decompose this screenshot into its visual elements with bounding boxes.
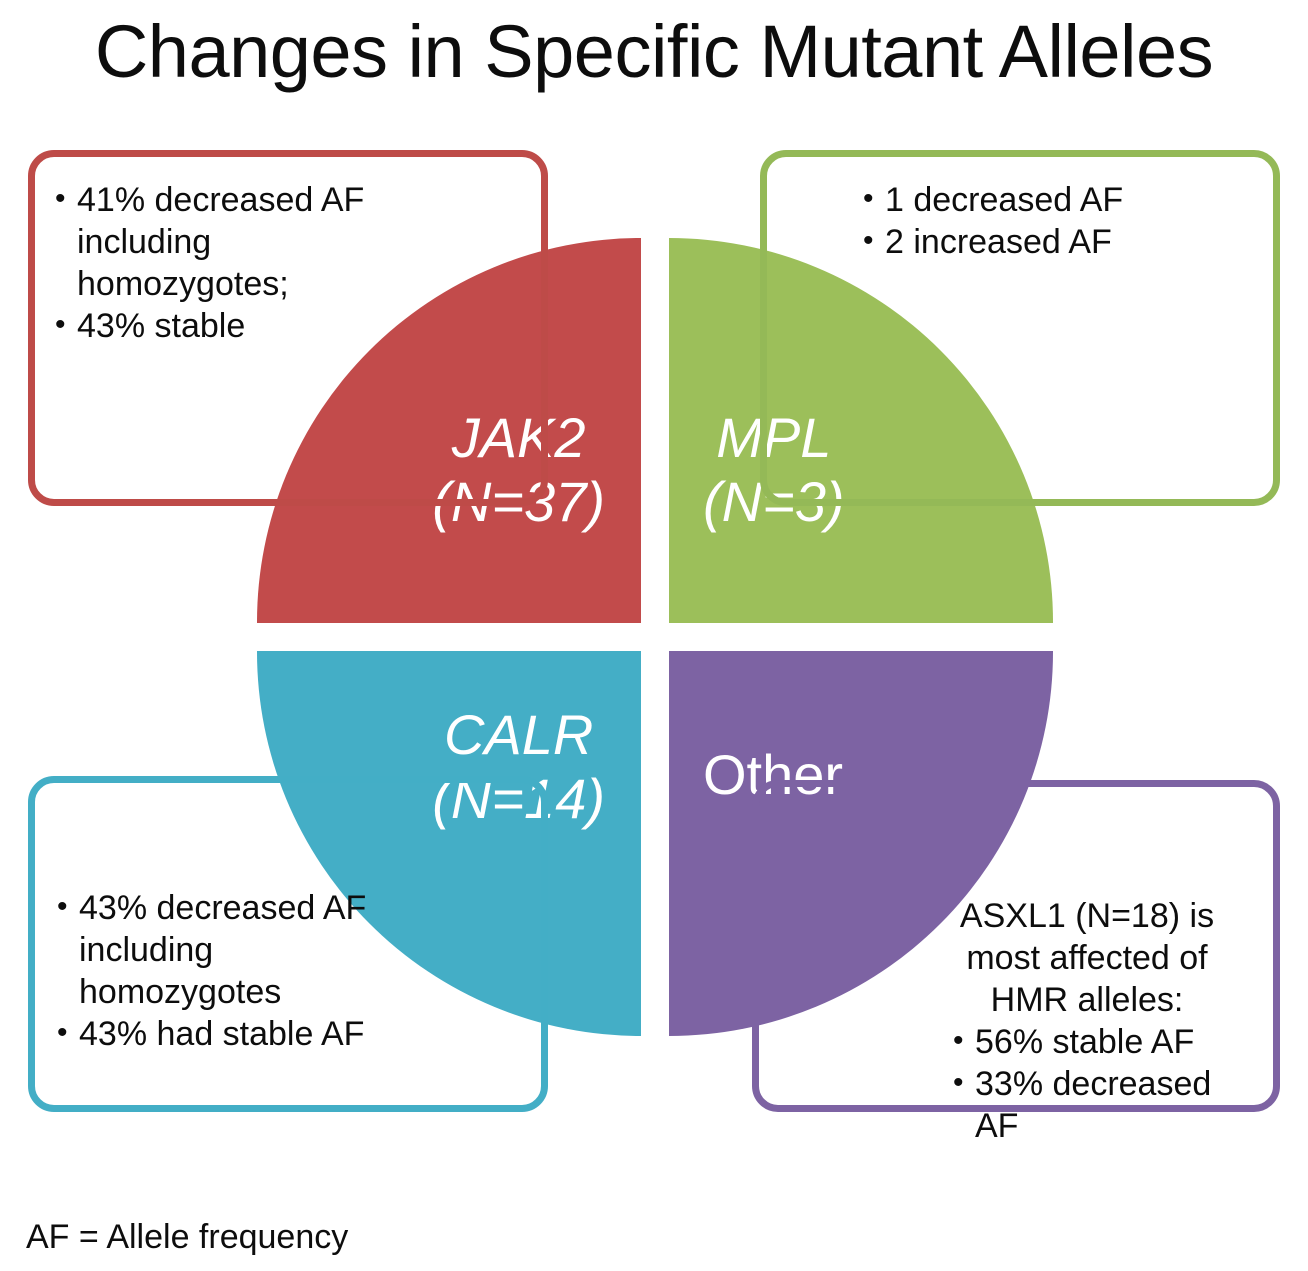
pie-segment-calr-gene: CALR — [443, 703, 594, 766]
callout-other-lead-text: ASXL1 (N=18) is most affected of HMR all… — [959, 897, 1215, 1019]
legend-footnote: AF = Allele frequency — [26, 1218, 349, 1256]
callout-calr-bullet-list: 43% decreased AF including homozygotes 4… — [53, 886, 393, 1055]
callout-other-content: ASXL1 (N=18) is most affected of HMR all… — [937, 895, 1237, 1147]
list-item: 43% decreased AF including homozygotes — [53, 886, 393, 1013]
callout-box-calr[interactable]: 43% decreased AF including homozygotes 4… — [28, 776, 548, 1112]
pie-segment-mpl-gene: MPL — [716, 406, 832, 469]
callout-mpl-bullet-list: 1 decreased AF 2 increased AF — [859, 178, 1189, 263]
callout-box-jak2[interactable]: 41% decreased AF including homozygotes; … — [28, 150, 548, 506]
callout-other-bullet-list: 56% stable AF 33% decreased AF — [937, 1020, 1237, 1147]
callout-jak2-bullet-list: 41% decreased AF including homozygotes; … — [51, 178, 381, 347]
list-item: 33% decreased AF — [949, 1062, 1237, 1147]
list-item: 43% had stable AF — [53, 1012, 393, 1055]
callout-box-other[interactable]: ASXL1 (N=18) is most affected of HMR all… — [752, 780, 1280, 1145]
pie-segment-jak2-gene: JAK2 — [451, 406, 586, 469]
list-item: 56% stable AF — [949, 1020, 1237, 1063]
page-title: Changes in Specific Mutant Alleles — [94, 10, 1214, 93]
list-item: 1 decreased AF — [859, 178, 1189, 221]
callout-jak2-content: 41% decreased AF including homozygotes; … — [51, 178, 381, 347]
callout-calr-content: 43% decreased AF including homozygotes 4… — [53, 886, 393, 1055]
list-item: 43% stable — [51, 304, 381, 347]
list-item: 2 increased AF — [859, 220, 1189, 263]
quadrant-pie-diagram: JAK2 (N=37) MPL (N=3) CALR (N=14) Other — [257, 238, 1053, 1036]
list-item: 41% decreased AF including homozygotes; — [51, 178, 381, 305]
callout-box-mpl[interactable]: 1 decreased AF 2 increased AF — [760, 150, 1280, 506]
callout-mpl-content: 1 decreased AF 2 increased AF — [859, 178, 1189, 263]
